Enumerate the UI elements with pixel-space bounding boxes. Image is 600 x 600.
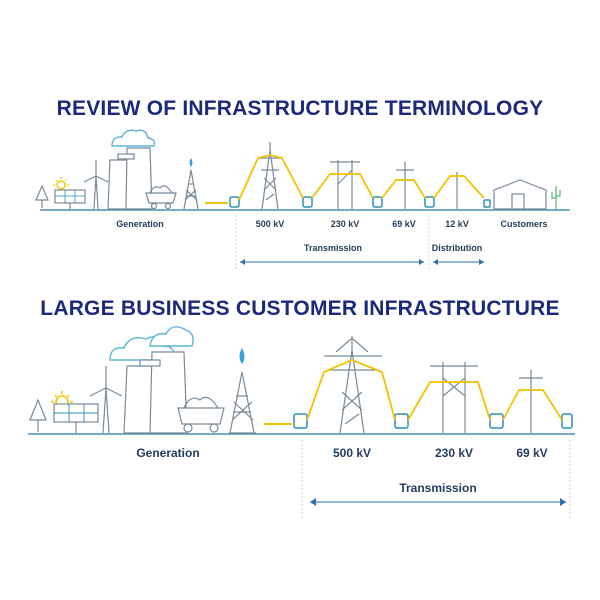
tree-icon [35,184,49,208]
transmission-arrow-1 [240,259,424,265]
substation-icon [302,196,313,208]
gas-rig-icon [183,158,199,210]
pole-12kv-icon [450,172,464,209]
substation-icon [483,199,491,208]
transmission-arrow-2 [310,498,566,506]
tower-230kv-icon [330,160,360,209]
pole-69kv-icon [519,370,543,433]
label-500kv-2: 500 kV [332,446,372,460]
wire-seg [238,154,304,201]
wire-seg [502,389,563,421]
coal-cart-icon [145,185,177,210]
substation-icon [372,196,383,208]
substation-icon [394,413,409,429]
wind-turbine-icon [89,366,123,434]
cloud-icon [111,129,156,147]
label-230kv-2: 230 kV [434,446,474,460]
tower-230kv-icon [430,362,478,433]
label-customers-1: Customers [500,219,548,229]
label-69kv-2: 69 kV [516,446,548,460]
section1-title: REVIEW OF INFRASTRUCTURE TERMINOLOGY [56,97,544,120]
label-transmission-2: Transmission [399,481,477,495]
substation-icon [561,413,573,429]
wire-seg [311,173,374,199]
power-plant-icon [107,147,153,210]
wire-seg [433,175,485,199]
solar-panel-icon [53,403,99,433]
section2-title: LARGE BUSINESS CUSTOMER INFRASTRUCTURE [40,297,560,320]
substation-icon [489,413,504,429]
label-generation-1: Generation [116,219,164,229]
gas-rig-icon [229,348,256,434]
wind-turbine-icon [83,160,109,210]
substation-icon [293,413,308,429]
sun-icon [53,177,69,190]
substation-icon [424,196,435,208]
pole-69kv-icon [396,162,414,209]
wire-seg [306,359,396,421]
label-69kv-1: 69 kV [392,219,416,229]
label-12kv-1: 12 kV [445,219,469,229]
tower-500kv-icon [258,142,282,210]
section2-diagram [28,326,575,518]
wire-seg [381,179,426,199]
house-icon [493,179,561,210]
label-transmission-1: Transmission [303,243,363,253]
label-230kv-1: 230 kV [330,219,360,229]
power-plant-icon [123,351,188,434]
label-generation-2: Generation [136,446,200,460]
coal-cart-icon [177,396,225,433]
tower-500kv-icon [324,336,382,434]
section1-diagram [35,129,570,270]
distribution-arrow-1 [433,259,484,265]
wire-seg [407,381,491,421]
label-distribution-1: Distribution [431,243,483,253]
label-500kv-1: 500 kV [255,219,285,229]
tree-icon [29,398,47,432]
substation-icon [229,196,240,208]
solar-panel-icon [54,189,86,209]
